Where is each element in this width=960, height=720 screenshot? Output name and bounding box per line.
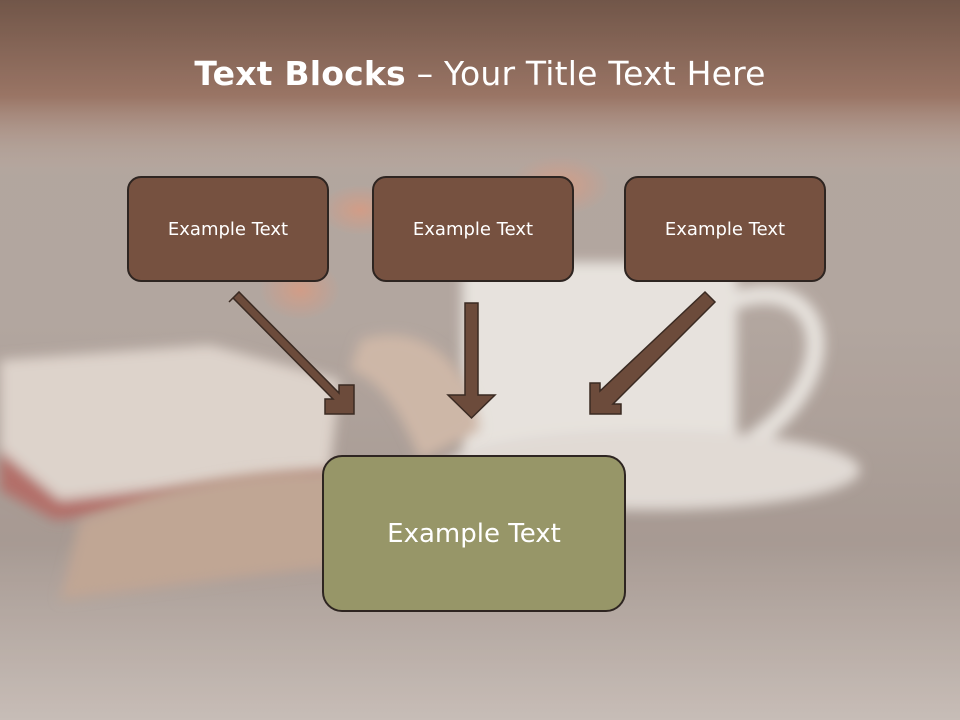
title-rest: – Your Title Text Here <box>405 54 766 93</box>
text-block-2-label: Example Text <box>412 218 534 240</box>
main-text-block-label: Example Text <box>387 518 561 549</box>
text-block-3[interactable]: Example Text <box>624 176 826 282</box>
title-bold: Text Blocks <box>194 54 406 93</box>
main-text-block[interactable]: Example Text <box>322 455 626 612</box>
text-block-3-label: Example Text <box>664 218 786 240</box>
text-block-1-label: Example Text <box>167 218 289 240</box>
text-block-2[interactable]: Example Text <box>372 176 574 282</box>
slide-title: Text Blocks – Your Title Text Here <box>0 54 960 93</box>
text-block-1[interactable]: Example Text <box>127 176 329 282</box>
